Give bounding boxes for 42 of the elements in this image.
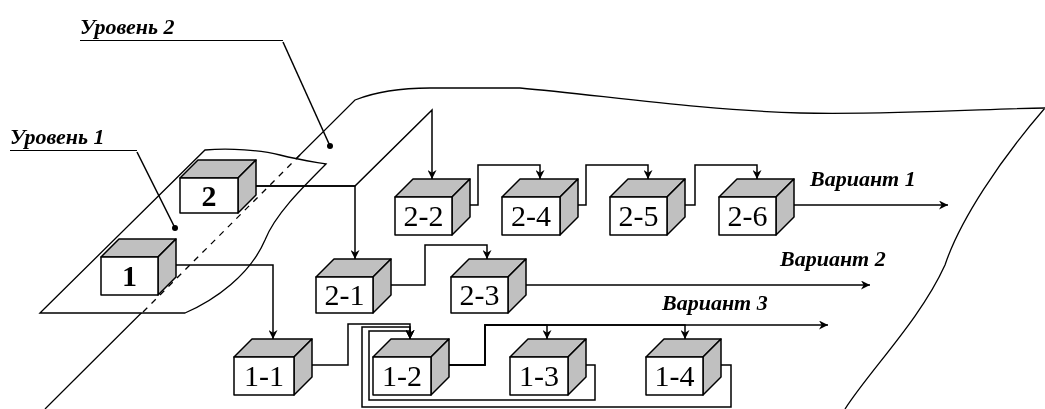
arrow	[793, 200, 949, 210]
edge-label: Вариант 2	[780, 246, 886, 272]
cube-label: 2-5	[618, 200, 659, 232]
cube-label: 2	[201, 179, 217, 212]
cube-label: 2-3	[459, 279, 500, 311]
leader-line	[136, 151, 178, 231]
cube-block	[646, 339, 721, 395]
cube-label: 1-3	[519, 360, 559, 392]
arrow	[368, 330, 596, 401]
cube-block	[101, 239, 176, 295]
level-label: Уровень 2	[80, 14, 283, 41]
arrow	[390, 244, 492, 286]
edge-label: Вариант 3	[662, 290, 768, 316]
cube-block	[316, 259, 391, 313]
cube-label: 2-1	[324, 279, 365, 311]
arrow	[255, 108, 437, 187]
cube-block	[180, 160, 256, 213]
cube-block	[234, 339, 312, 395]
cube-block	[451, 259, 526, 313]
arrow	[684, 164, 762, 206]
cube-block	[510, 339, 586, 395]
arrow	[175, 264, 278, 340]
arrow	[469, 164, 545, 206]
cube-label: 2-6	[727, 200, 768, 232]
cube-label: 2-2	[403, 200, 444, 232]
cube-label: 1-2	[382, 360, 422, 392]
cube-block	[395, 179, 470, 235]
cube-block	[502, 179, 578, 235]
cube-label: 1	[122, 260, 137, 292]
leader-line	[282, 41, 333, 149]
cube-label: 1-1	[244, 360, 284, 392]
cube-block	[719, 179, 794, 235]
cube-block	[373, 339, 449, 395]
cube-label: 2-4	[511, 200, 551, 232]
arrow	[361, 326, 732, 408]
cube-label: 1-4	[654, 360, 695, 392]
arrow	[525, 280, 871, 290]
edge-label: Вариант 1	[810, 166, 916, 192]
level-label: Уровень 1	[10, 124, 137, 151]
arrow	[577, 164, 653, 206]
cube-block	[610, 179, 685, 235]
arrow	[448, 320, 829, 366]
